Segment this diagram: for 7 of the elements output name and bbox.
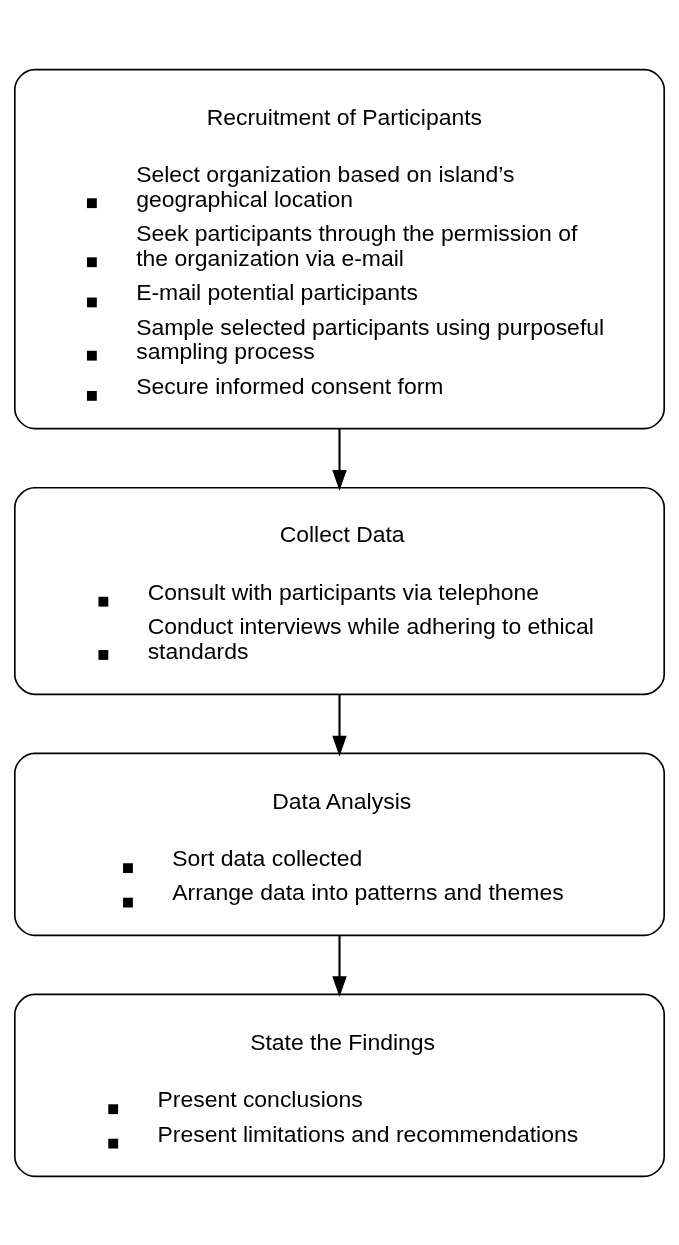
node-box: State the Findings Present conclusions Present limitations and recommendations xyxy=(14,993,665,1177)
node-box: Recruitment of Participants Select organization based on island’s geographical location Seek participants through the permission of the organization via e-mail E-mail potential participants Sample selected participants using purposeful sampling process Secure informed consent form xyxy=(14,68,665,429)
node-box: Collect Data Consult with participants via telephone Conduct interviews while adhering to ethical standards xyxy=(14,486,665,695)
node-box: Data Analysis Sort data collected Arrange data into patterns and themes xyxy=(14,752,665,936)
arrow xyxy=(332,935,347,997)
arrow xyxy=(332,693,347,756)
arrow xyxy=(332,428,347,491)
